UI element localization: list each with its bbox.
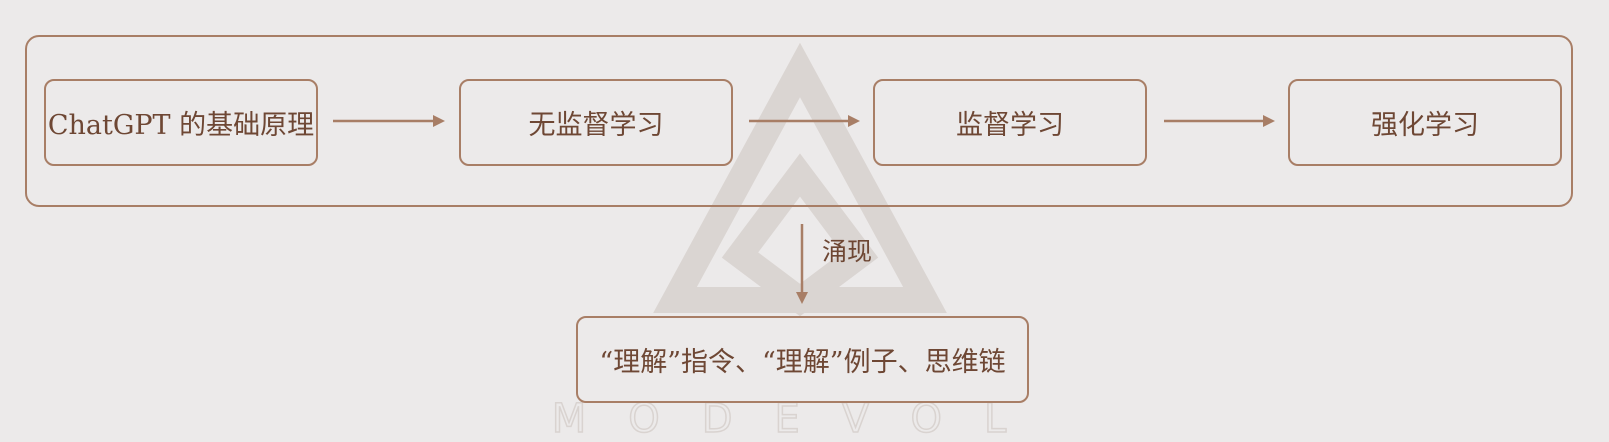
watermark-text: MODEVOL (552, 396, 1049, 442)
edge-label-emergence: 涌现 (822, 237, 873, 266)
node-reinforcement-learning: 强化学习 (1288, 79, 1562, 166)
arrow-supervised-to-reinforcement (1164, 115, 1275, 127)
node-reinforcement-learning-label: 强化学习 (1371, 110, 1479, 141)
node-chatgpt-basics-label: ChatGPT 的基础原理 (47, 110, 315, 141)
node-supervised-learning: 监督学习 (873, 79, 1147, 166)
node-supervised-learning-label: 监督学习 (956, 110, 1064, 141)
node-unsupervised-learning-label: 无监督学习 (528, 110, 664, 141)
node-unsupervised-learning: 无监督学习 (459, 79, 733, 166)
arrow-basics-to-unsupervised (333, 115, 445, 127)
pipeline-group-box (25, 35, 1573, 207)
node-chatgpt-basics: ChatGPT 的基础原理 (44, 79, 318, 166)
arrow-emergence-down (796, 224, 808, 304)
arrow-unsupervised-to-supervised (749, 115, 860, 127)
node-emergent-abilities-label: “理解”指令、“理解”例子、思维链 (599, 347, 1006, 378)
node-emergent-abilities: “理解”指令、“理解”例子、思维链 (576, 316, 1029, 403)
